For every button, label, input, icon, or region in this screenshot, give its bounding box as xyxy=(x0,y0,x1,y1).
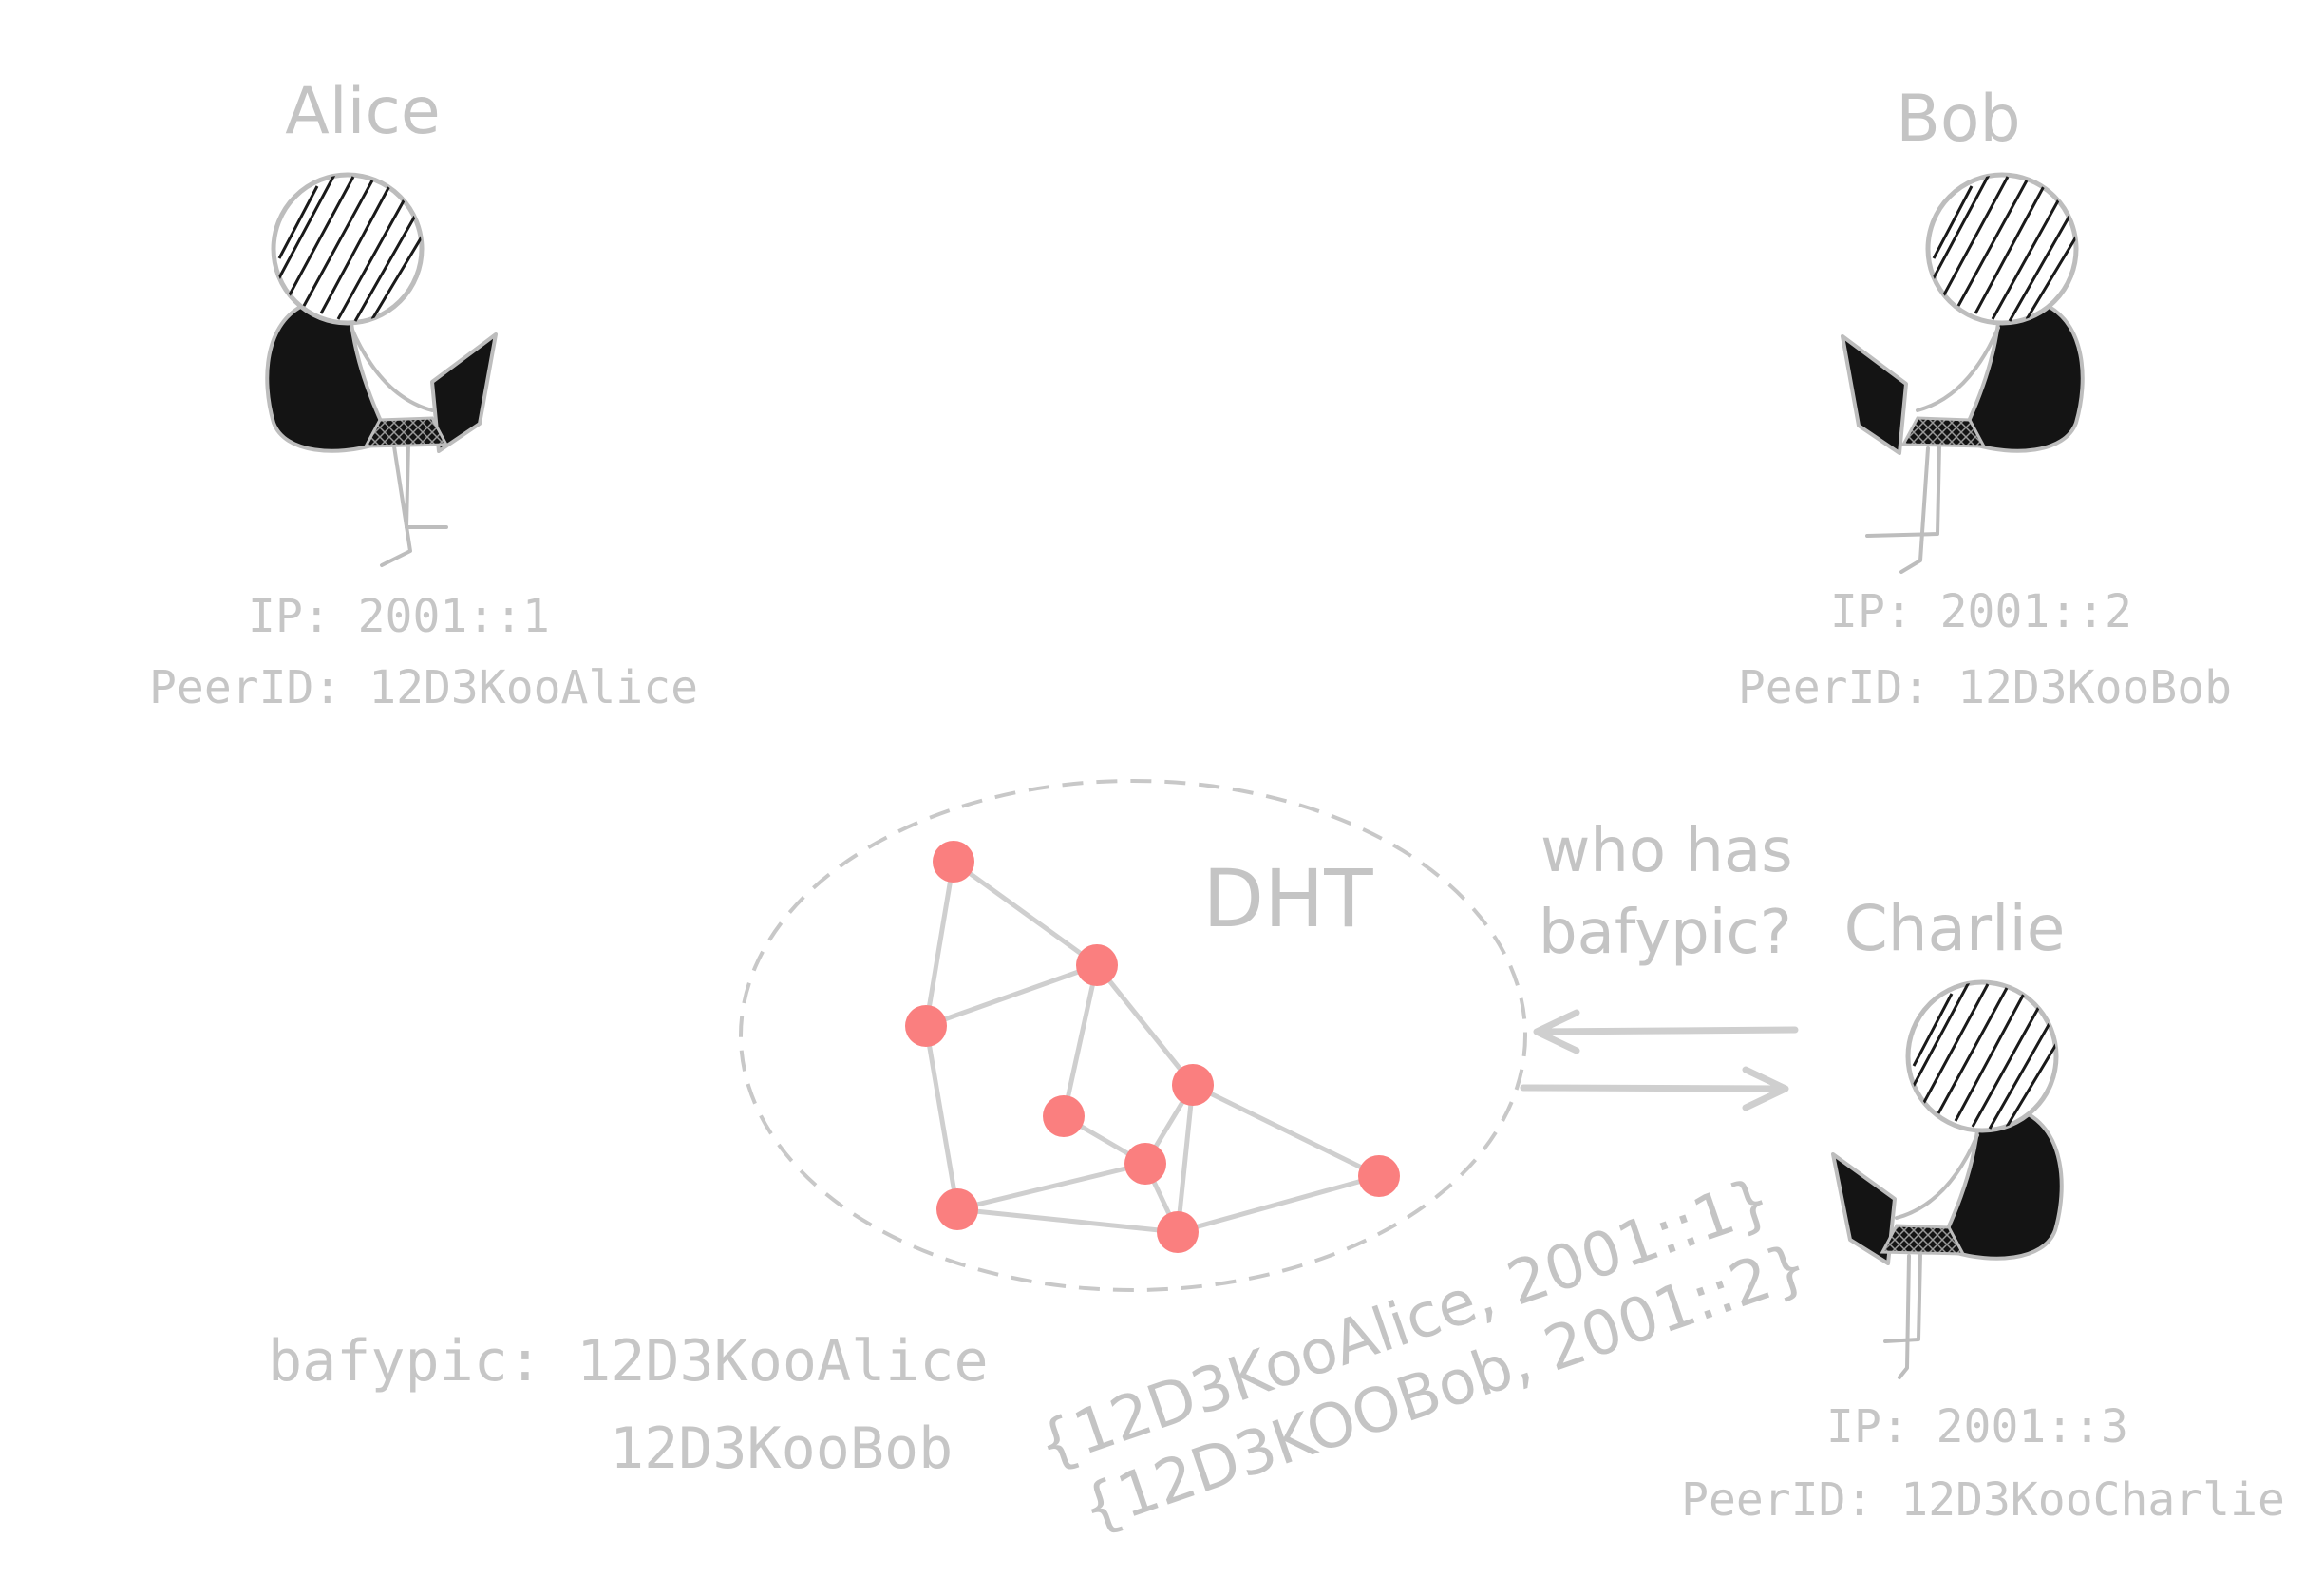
dht-label: DHT xyxy=(1202,852,1373,945)
dht-edge xyxy=(923,1023,960,1212)
dht-node xyxy=(933,841,974,883)
person-name-charlie: Charlie xyxy=(1844,892,2066,965)
person-charlie: Charlie IP: 2001::3 PeerID: 12D3KooCharl… xyxy=(1681,892,2285,1527)
dht-edge xyxy=(954,1206,1181,1235)
person-icon-alice xyxy=(265,172,498,567)
person-icon-bob xyxy=(1841,172,2085,574)
person-bob: Bob IP: 2001::2 PeerID: 12D3KooBob xyxy=(1738,82,2232,714)
response-arrow xyxy=(1520,1066,1789,1111)
dht-edge xyxy=(1061,962,1100,1119)
dht-edge xyxy=(1094,962,1196,1088)
dht-node xyxy=(1172,1064,1214,1106)
arrow-left-icon xyxy=(1533,1009,1799,1054)
dht-node xyxy=(936,1188,978,1230)
dht-edge xyxy=(923,962,1100,1029)
dht-edge xyxy=(1175,1173,1382,1235)
dht-network: DHT xyxy=(739,779,1527,1292)
dht-nodes xyxy=(905,841,1400,1253)
person-ip-bob: IP: 2001::2 xyxy=(1830,585,2132,638)
query-arrow xyxy=(1533,1009,1799,1054)
dht-edge xyxy=(923,859,956,1029)
person-peerid-charlie: PeerID: 12D3KooCharlie xyxy=(1681,1473,2285,1527)
dht-boundary xyxy=(739,779,1527,1292)
person-ip-alice: IP: 2001::1 xyxy=(248,590,550,643)
arrow-right-icon xyxy=(1520,1066,1789,1111)
person-name-bob: Bob xyxy=(1896,82,2020,157)
record-line1: bafypic: 12D3KooAlice xyxy=(268,1328,989,1395)
record-line2: 12D3KooBob xyxy=(610,1415,953,1482)
dht-node xyxy=(1043,1095,1085,1137)
dht-edge xyxy=(1190,1082,1382,1179)
query-text-line1: who has xyxy=(1540,816,1793,886)
dht-edge xyxy=(951,859,1100,968)
dht-edge xyxy=(954,1161,1148,1212)
person-alice: Alice IP: 2001::1 PeerID: 12D3KooAlice xyxy=(149,74,698,714)
person-peerid-bob: PeerID: 12D3KooBob xyxy=(1738,661,2232,714)
dht-edge xyxy=(1175,1082,1196,1235)
person-peerid-alice: PeerID: 12D3KooAlice xyxy=(149,661,698,714)
query-text-line2: bafypic? xyxy=(1539,898,1792,968)
dht-node xyxy=(1157,1211,1199,1253)
person-icon-charlie xyxy=(1831,979,2064,1379)
dht-node xyxy=(905,1005,947,1047)
dht-node xyxy=(1076,944,1118,986)
dht-node xyxy=(1124,1143,1166,1185)
person-name-alice: Alice xyxy=(285,74,441,149)
dht-node xyxy=(1358,1155,1400,1197)
person-ip-charlie: IP: 2001::3 xyxy=(1826,1400,2128,1453)
